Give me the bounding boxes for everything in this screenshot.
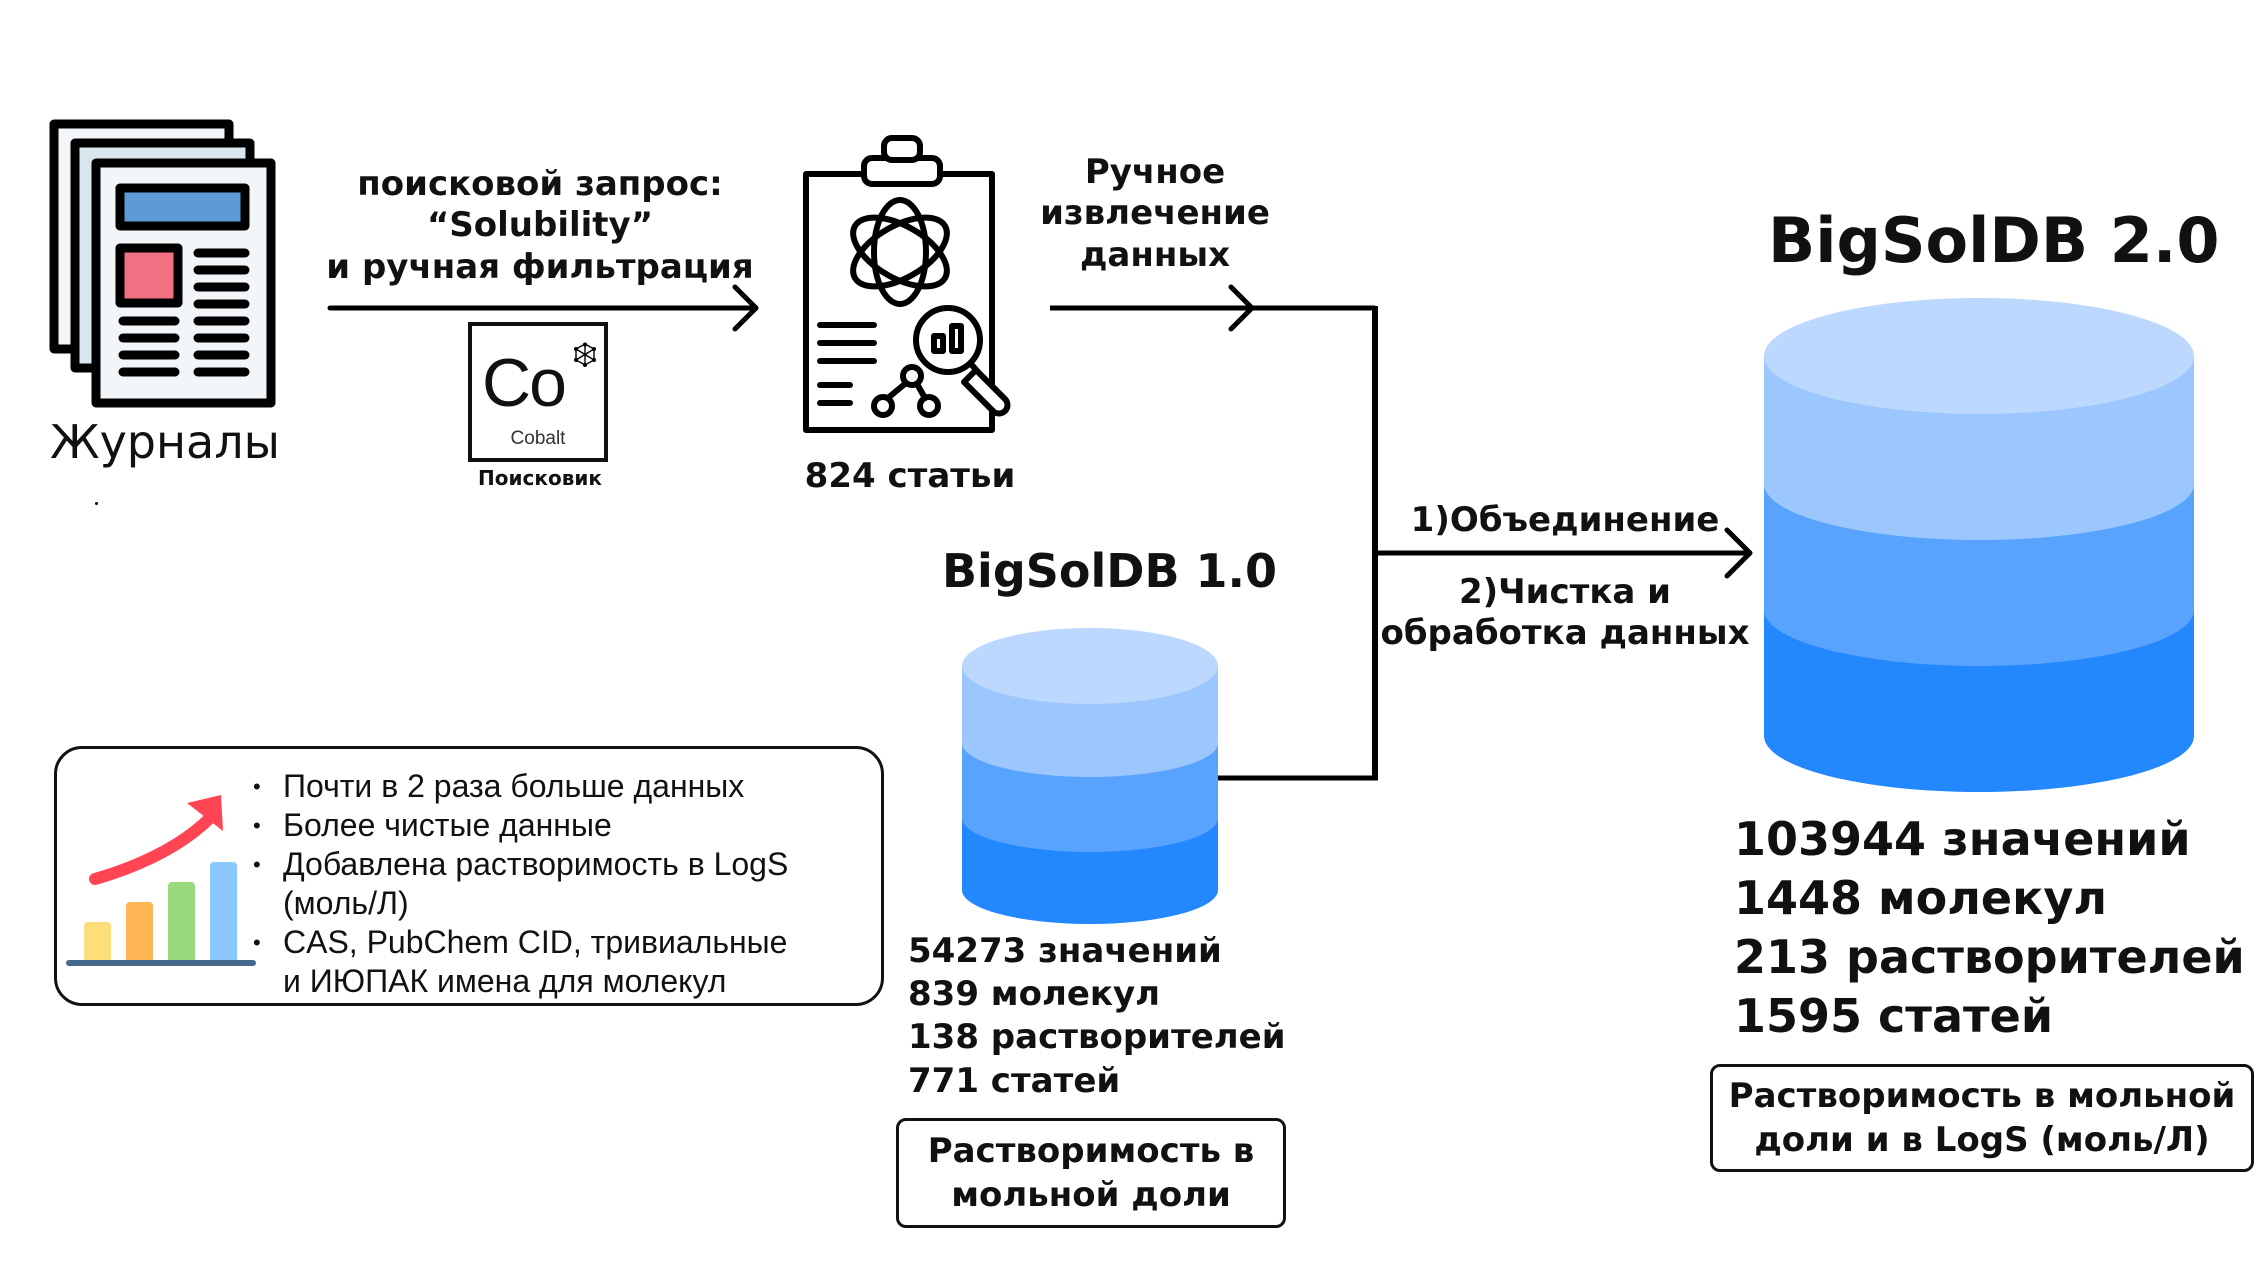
db-v1-note: Растворимость в мольной доли [896, 1118, 1286, 1228]
extraction-label: Ручное извлечение данных [1040, 152, 1270, 275]
db-v1-stats: 54273 значений 839 молекул 138 растворит… [908, 930, 1286, 1103]
molecule-icon [574, 342, 596, 367]
improvement-item: Добавлена растворимость в LogS (моль/Л) [253, 845, 873, 923]
db-v1-stat-articles: 771 статей [908, 1060, 1121, 1101]
merge-arrow [1375, 527, 1753, 579]
db-v2-cylinder [1762, 288, 2196, 794]
db-v1-note-text: Растворимость в мольной доли [927, 1130, 1255, 1215]
db-v1-title: BigSolDB 1.0 [942, 544, 1278, 598]
improvements-list: Почти в 2 раза больше данных Более чисты… [253, 767, 873, 1001]
db-v2-stats: 103944 значений 1448 молекул 213 раствор… [1734, 810, 2245, 1046]
db-v1-stat-molecules: 839 молекул [908, 974, 1161, 1015]
extraction-arrow [1050, 284, 1375, 332]
search-engine-logo: Co Cobalt [468, 322, 608, 462]
improvement-item: CAS, PubChem CID, тривиальные и ИЮПАК им… [253, 923, 873, 1001]
search-arrow [327, 284, 759, 332]
db-v2-stat-articles: 1595 статей [1734, 989, 2054, 1043]
search-query-label: поисковой запрос: “Solubility” и ручная … [326, 164, 754, 287]
cobalt-symbol: Co [482, 345, 567, 421]
db-v2-stat-values: 103944 значений [1734, 812, 2191, 866]
search-engine-caption: Поисковик [478, 466, 602, 490]
db-v1-stat-solvents: 138 растворителей [908, 1017, 1286, 1058]
journals-node [48, 118, 278, 408]
improvement-item: Почти в 2 раза больше данных [253, 767, 873, 806]
db-v2-stat-solvents: 213 растворителей [1734, 930, 2245, 984]
improvements-box: Почти в 2 раза больше данных Более чисты… [54, 746, 884, 1006]
improvement-item: Более чистые данные [253, 806, 873, 845]
newspaper-stack-icon [49, 119, 276, 408]
merge-step-2: 2)Чистка и обработка данных [1380, 572, 1750, 654]
articles-count-label: 824 статьи [804, 456, 1016, 496]
db-v2-note: Растворимость в мольной доли и в LogS (м… [1710, 1064, 2254, 1172]
clipboard-science-icon [803, 135, 1011, 433]
stray-dot [95, 502, 98, 505]
merge-step-1: 1)Объединение [1410, 500, 1720, 540]
db-v2-stat-molecules: 1448 молекул [1734, 871, 2108, 925]
db-v1-cylinder [960, 618, 1220, 924]
database-icon [962, 628, 1218, 924]
growth-chart-icon [66, 795, 256, 966]
articles-node [800, 134, 1020, 434]
db-v1-stat-values: 54273 значений [908, 931, 1222, 971]
database-icon-large [1764, 298, 2194, 792]
journals-label: Журналы [50, 415, 280, 469]
db-v2-title: BigSolDB 2.0 [1768, 204, 2220, 277]
db-v2-note-text: Растворимость в мольной доли и в LogS (м… [1728, 1075, 2236, 1160]
cobalt-name: Cobalt [510, 428, 566, 449]
